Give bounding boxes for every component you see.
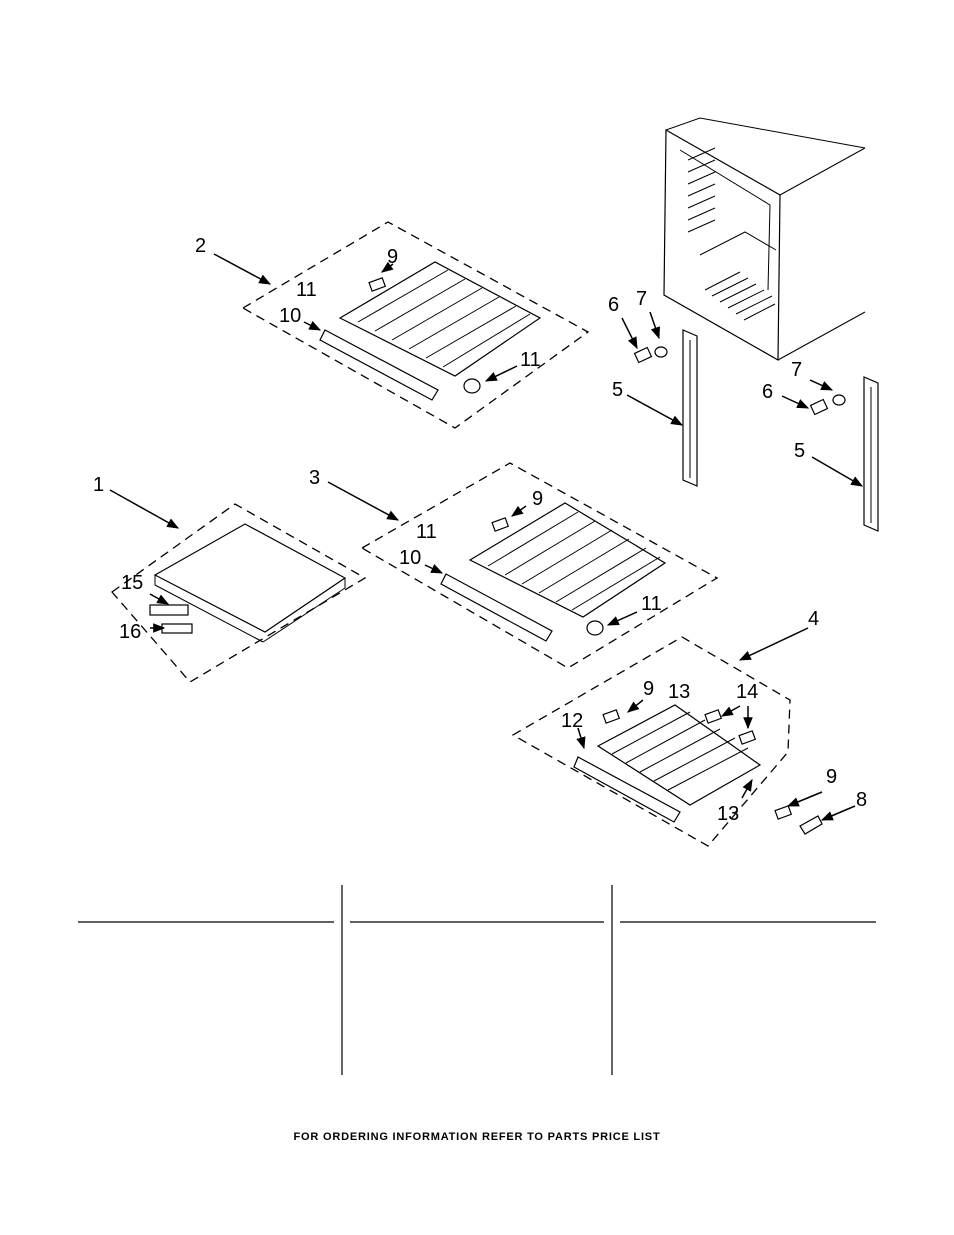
- screw-9-loose: [774, 805, 793, 820]
- callout-13b: 13: [717, 803, 739, 825]
- bracket-16: [161, 623, 193, 634]
- callout-12: 12: [561, 710, 583, 732]
- callout-8: 8: [856, 789, 867, 811]
- ordering-info-footer: FOR ORDERING INFORMATION REFER TO PARTS …: [293, 1131, 661, 1143]
- parts-list-table-frame: [78, 885, 876, 1075]
- callout-3: 3: [309, 467, 320, 489]
- screw-9-top: [368, 277, 387, 292]
- screw-9-middle: [491, 517, 510, 532]
- screw-14-a: [704, 709, 723, 724]
- callout-10a: 10: [279, 305, 301, 327]
- screw-14-b: [738, 730, 757, 745]
- assembly-boundary-3: [360, 462, 719, 669]
- leader-lines: [109, 253, 864, 821]
- clip-8: [799, 815, 823, 835]
- callout-11d: 11: [641, 593, 662, 615]
- callout-9a: 9: [387, 246, 398, 268]
- rail-left: [682, 329, 698, 487]
- callout-1: 1: [93, 474, 104, 496]
- assembly-boundary-1: [111, 503, 367, 683]
- callout-6b: 6: [762, 381, 773, 403]
- cap-11-middle: [586, 620, 604, 636]
- callout-14: 14: [736, 681, 758, 703]
- cap-11-top: [463, 378, 481, 394]
- screw-6-right: [809, 398, 829, 416]
- washer-7-right: [832, 394, 846, 406]
- washer-7-left: [654, 346, 668, 358]
- callout-16: 16: [119, 621, 141, 643]
- callout-4: 4: [808, 608, 819, 630]
- callout-9d: 9: [826, 766, 837, 788]
- callout-7b: 7: [791, 359, 802, 381]
- cabinet-illustration: [663, 117, 866, 362]
- rail-right: [863, 376, 879, 532]
- shelf-4-illustration: [596, 704, 762, 806]
- callout-11b: 11: [520, 349, 541, 371]
- callout-7a: 7: [636, 288, 647, 310]
- assembly-boundary-4: [511, 636, 791, 847]
- callout-11c: 11: [416, 521, 437, 543]
- callout-5b: 5: [794, 440, 805, 462]
- trim-10-middle: [440, 573, 553, 642]
- callout-2: 2: [195, 235, 206, 257]
- trim-10-top: [319, 329, 439, 401]
- trim-12: [573, 756, 681, 823]
- shelf-1-illustration: [153, 523, 347, 643]
- callout-13a: 13: [668, 681, 690, 703]
- callout-5a: 5: [612, 379, 623, 401]
- shelf-2-illustration: [338, 261, 542, 377]
- assembly-boundary-2: [241, 221, 590, 429]
- callout-15: 15: [121, 572, 143, 594]
- callout-6a: 6: [608, 294, 619, 316]
- bracket-15: [149, 604, 189, 616]
- callout-11a: 11: [296, 279, 317, 301]
- shelf-3-illustration: [468, 502, 667, 618]
- callout-10b: 10: [399, 547, 421, 569]
- callout-9b: 9: [532, 488, 543, 510]
- screw-9-shelf4: [602, 709, 621, 724]
- callout-9c: 9: [643, 678, 654, 700]
- screw-6-left: [633, 346, 653, 364]
